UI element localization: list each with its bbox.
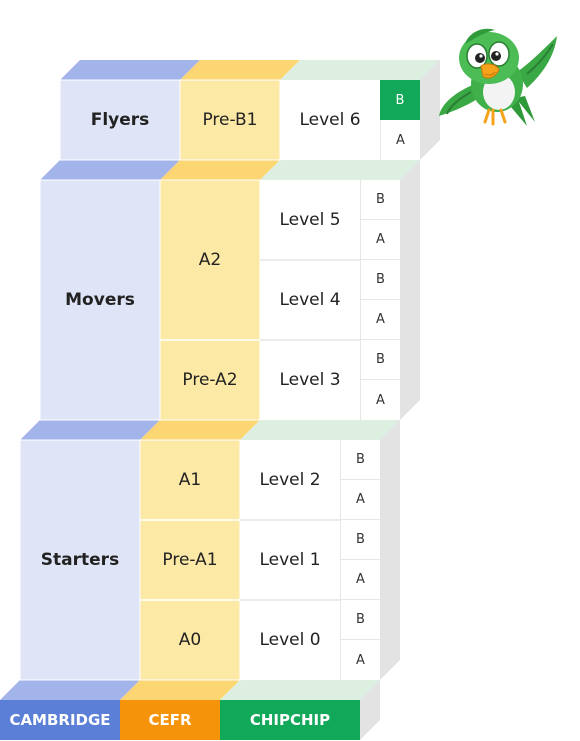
level-5-sub-a: A xyxy=(360,220,400,260)
front-cambridge-flyers xyxy=(59,79,181,161)
level-6-sub-b: B xyxy=(380,80,420,120)
level-4-sub-a: A xyxy=(360,300,400,340)
green-parrot-mascot-icon xyxy=(439,28,557,126)
level-1-sub-a: A xyxy=(340,560,380,600)
level-0-sub-b: B xyxy=(340,600,380,640)
top-face-legend-2 xyxy=(220,680,380,700)
top-face-starters-1 xyxy=(140,420,260,440)
legend-chipchip: CHIPCHIP xyxy=(220,700,360,740)
level-4-sub-b: B xyxy=(360,260,400,300)
chipchip-level-6: Level 6 xyxy=(299,110,361,130)
top-face-flyers-2 xyxy=(280,60,440,80)
chipchip-level-1: Level 1 xyxy=(259,550,321,570)
level-3-sub-a: A xyxy=(360,380,400,420)
cefr-pre-a1: Pre-A1 xyxy=(162,550,218,570)
chipchip-level-5: Level 5 xyxy=(279,210,341,230)
side-face-starters xyxy=(380,420,400,680)
level-1-sub-b: B xyxy=(340,520,380,560)
front-cefr-movers xyxy=(159,179,261,421)
level-2-sub-a: A xyxy=(340,480,380,520)
front-cefr-flyers xyxy=(179,79,281,161)
chipchip-level-4: Level 4 xyxy=(279,290,341,310)
side-face-flyers xyxy=(420,60,440,160)
top-face-legend-0 xyxy=(0,680,140,700)
level-6-sub-a: A xyxy=(380,120,420,160)
level-2-sub-b: B xyxy=(340,440,380,480)
legend-cefr: CEFR xyxy=(120,700,220,740)
top-face-movers-1 xyxy=(160,160,280,180)
front-cambridge-starters xyxy=(19,439,141,681)
top-face-legend-1 xyxy=(120,680,240,700)
cefr-a1: A1 xyxy=(178,470,202,490)
side-face-movers xyxy=(400,160,420,420)
top-face-flyers-1 xyxy=(180,60,300,80)
front-cefr-starters xyxy=(139,439,241,681)
front-cambridge-movers xyxy=(39,179,161,421)
cambridge-flyers: Flyers xyxy=(90,110,150,130)
cefr-pre-a2: Pre-A2 xyxy=(182,370,238,390)
cambridge-movers: Movers xyxy=(65,290,135,310)
top-face-starters-0 xyxy=(20,420,160,440)
top-face-movers-0 xyxy=(40,160,180,180)
chipchip-level-2: Level 2 xyxy=(259,470,321,490)
top-face-starters-2 xyxy=(240,420,400,440)
cefr-a0: A0 xyxy=(178,630,202,650)
level-3-sub-b: B xyxy=(360,340,400,380)
top-face-movers-2 xyxy=(260,160,420,180)
legend-cambridge: CAMBRIDGE xyxy=(0,700,120,740)
cambridge-starters: Starters xyxy=(40,550,120,570)
chipchip-level-0: Level 0 xyxy=(259,630,321,650)
cefr-a2: A2 xyxy=(198,250,222,270)
level-0-sub-a: A xyxy=(340,640,380,680)
chipchip-level-3: Level 3 xyxy=(279,370,341,390)
cefr-pre-b1: Pre-B1 xyxy=(202,110,258,130)
top-face-flyers-0 xyxy=(60,60,200,80)
level-5-sub-b: B xyxy=(360,180,400,220)
